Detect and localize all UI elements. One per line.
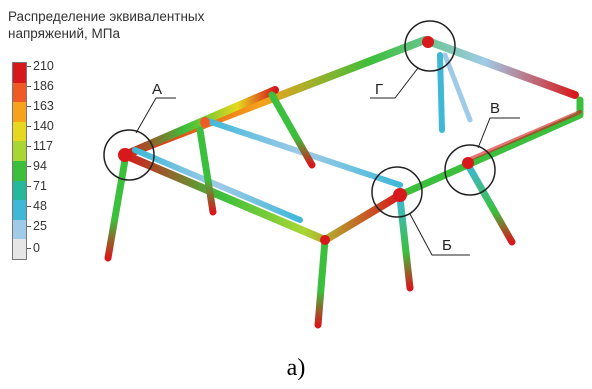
- beam-front: [121, 151, 404, 244]
- beam-left: [121, 86, 279, 159]
- callout-circle-a: [103, 129, 155, 181]
- brace-1: [132, 147, 303, 223]
- color-scale-bar: [12, 62, 27, 260]
- scale-tick: 186: [27, 80, 73, 92]
- callout-circle-b: [371, 166, 423, 218]
- brace-3: [442, 52, 473, 123]
- beam-top-back: [121, 36, 579, 159]
- scale-tick: 25: [27, 220, 73, 232]
- scale-tick: 48: [27, 200, 73, 212]
- leg-4: [314, 236, 329, 329]
- figure-caption: а): [286, 355, 306, 381]
- scale-swatch-163: [13, 102, 26, 122]
- leg-6: [464, 161, 516, 246]
- leg-3: [268, 91, 316, 169]
- callout-circle-g: [404, 20, 456, 72]
- leg-2: [196, 126, 217, 216]
- scale-tick: 0: [27, 242, 73, 254]
- scale-tick: 210: [27, 60, 73, 72]
- scale-swatch-210: [13, 63, 26, 83]
- scale-swatch-0: [13, 239, 26, 259]
- scale-swatch-94: [13, 160, 26, 181]
- legend-title: Распределение эквивалентных напряжений, …: [8, 9, 205, 41]
- leg-7: [437, 52, 445, 133]
- label-g: Г: [375, 81, 383, 98]
- scale-swatch-140: [13, 121, 26, 142]
- leg-5: [396, 194, 414, 292]
- callout-circle-v: [444, 144, 496, 196]
- scale-swatch-186: [13, 82, 26, 103]
- label-a: А: [152, 81, 162, 98]
- scale-tick: 117: [27, 140, 73, 152]
- label-v: В: [490, 100, 500, 117]
- scale-tick: 94: [27, 160, 73, 172]
- scale-tick: 71: [27, 180, 73, 192]
- label-b: Б: [442, 237, 452, 254]
- scale-tick: 163: [27, 100, 73, 112]
- scale-swatch-117: [13, 141, 26, 161]
- scale-swatch-48: [13, 200, 26, 220]
- scale-tick: 140: [27, 120, 73, 132]
- leg-1: [104, 156, 129, 262]
- scale-swatch-71: [13, 180, 26, 201]
- scale-swatch-25: [13, 219, 26, 240]
